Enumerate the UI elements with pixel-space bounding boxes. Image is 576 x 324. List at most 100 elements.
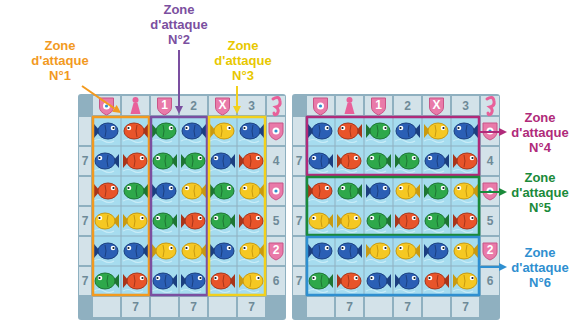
- fish-eye: [442, 247, 444, 249]
- fish-stripe: [163, 185, 164, 197]
- water-tile: [238, 117, 266, 146]
- fish-eye: [370, 156, 375, 161]
- fish-body: [309, 213, 329, 229]
- fish-eye: [214, 157, 216, 159]
- fish-body: [396, 123, 416, 139]
- water-wave: [239, 230, 259, 233]
- fish-icon: [94, 123, 118, 139]
- fish-eye: [98, 217, 100, 219]
- corner-cell: [481, 96, 499, 115]
- fish-body: [153, 273, 173, 289]
- fish-body: [156, 183, 176, 199]
- fish-stripe: [136, 245, 137, 257]
- leader-arrow: [236, 86, 238, 106]
- water-tile: [336, 207, 364, 236]
- fish-body: [211, 273, 231, 289]
- board-number: 7: [290, 214, 308, 228]
- fish-eye: [399, 186, 404, 191]
- fish-eye: [257, 157, 259, 159]
- header-cell: [238, 96, 265, 115]
- board-number: 7: [399, 300, 417, 314]
- water-tile: [336, 147, 364, 176]
- fish-eye: [214, 216, 219, 221]
- fish-icon: [454, 183, 478, 199]
- fish-stripe: [464, 215, 465, 227]
- fish-eye: [442, 127, 444, 129]
- fish-stripe: [107, 275, 108, 287]
- fish-icon: [338, 243, 362, 259]
- water-wave: [424, 200, 444, 203]
- fish-body: [457, 153, 477, 169]
- fish-body: [341, 273, 361, 289]
- fish-body: [367, 273, 387, 289]
- water-tile: [122, 147, 150, 176]
- side-cell: [79, 237, 91, 265]
- fish-icon: [366, 123, 390, 139]
- fish-eye: [256, 276, 261, 281]
- game-board: [292, 94, 500, 320]
- fish-eye: [370, 276, 375, 281]
- fish-body: [95, 273, 115, 289]
- fish-body: [454, 123, 474, 139]
- fish-stripe: [223, 155, 224, 167]
- fish-eye: [325, 246, 330, 251]
- board-number: 5: [267, 214, 285, 228]
- water-tile: [122, 177, 150, 206]
- fish-icon: [425, 213, 449, 229]
- water-tile: [238, 147, 266, 176]
- footer-cell: [307, 297, 334, 317]
- fish-icon: [181, 153, 205, 169]
- fish-eye: [355, 157, 357, 159]
- water-wave: [453, 230, 473, 233]
- fish-icon: [453, 213, 477, 229]
- fish-icon: [338, 123, 362, 139]
- fish-eye: [412, 156, 417, 161]
- side-cell: [481, 177, 499, 205]
- game-boards: [78, 94, 500, 320]
- fish-eye: [243, 126, 248, 131]
- fish-eye: [383, 246, 388, 251]
- fish-body: [156, 123, 176, 139]
- water-tile: [151, 207, 179, 236]
- footer-cell: [238, 297, 265, 317]
- fish-icon: [239, 153, 263, 169]
- water-wave: [123, 290, 143, 293]
- fish-icon: [153, 153, 177, 169]
- fish-eye: [214, 277, 216, 279]
- seahorse-icon: [273, 97, 280, 114]
- fish-eye: [214, 217, 216, 219]
- fish-eye: [383, 126, 388, 131]
- fish-eye: [170, 247, 172, 249]
- fish-eye: [243, 127, 245, 129]
- fish-eye: [185, 126, 190, 131]
- fish-eye: [355, 217, 357, 219]
- water-wave: [181, 230, 201, 233]
- water-tile: [423, 177, 451, 206]
- fish-body: [399, 153, 419, 169]
- water-wave: [94, 140, 114, 143]
- board-number: X: [214, 98, 232, 112]
- fish-eye: [112, 247, 114, 249]
- fish-eye: [98, 156, 103, 161]
- fish-body: [338, 123, 358, 139]
- fish-eye: [228, 187, 230, 189]
- fish-stripe: [408, 185, 409, 197]
- fish-icon: [95, 273, 119, 289]
- water-wave: [210, 140, 230, 143]
- fish-body: [127, 153, 147, 169]
- fish-eye: [384, 127, 386, 129]
- water-wave: [424, 260, 444, 263]
- water-tile: [307, 177, 335, 206]
- fish-icon: [424, 123, 448, 139]
- fish-stripe: [252, 185, 253, 197]
- water-wave: [152, 170, 172, 173]
- water-wave: [424, 170, 444, 173]
- fish-eye: [370, 217, 372, 219]
- water-wave: [395, 290, 415, 293]
- fish-body: [309, 153, 329, 169]
- fish-eye: [428, 156, 433, 161]
- fish-eye: [243, 187, 245, 189]
- fish-stripe: [105, 125, 106, 137]
- fish-eye: [141, 217, 143, 219]
